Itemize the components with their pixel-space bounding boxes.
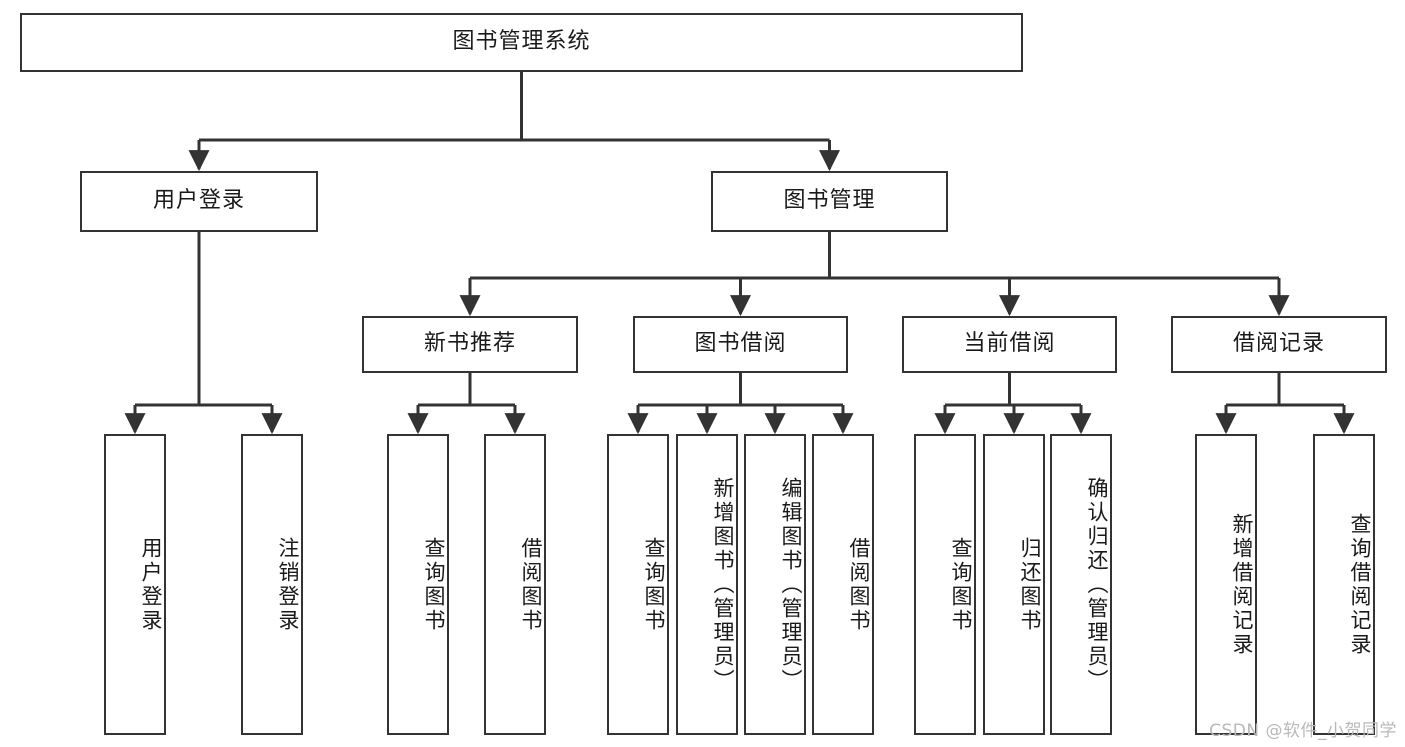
leaf-query-book-current[interactable]: 查询图书 [914, 434, 976, 735]
leaf-add-book-admin[interactable]: 新增图书（管理员） [676, 434, 738, 735]
leaf-query-book-recommend[interactable]: 查询图书 [387, 434, 449, 735]
leaf-query-book-current-label: 查询图书 [949, 536, 973, 633]
leaf-query-borrow-record-label: 查询借阅记录 [1348, 512, 1372, 657]
node-book-borrow[interactable]: 图书借阅 [633, 316, 848, 373]
leaf-user-login-label: 用户登录 [139, 536, 163, 633]
node-borrow-record-label: 借阅记录 [1232, 331, 1325, 357]
leaf-edit-book-admin[interactable]: 编辑图书（管理员） [744, 434, 806, 735]
leaf-logout-label: 注销登录 [276, 536, 300, 633]
node-book-borrow-label: 图书借阅 [694, 331, 787, 357]
leaf-confirm-return-admin[interactable]: 确认归还（管理员） [1050, 434, 1112, 735]
leaf-query-book-recommend-label: 查询图书 [422, 536, 446, 633]
node-new-book-recommend[interactable]: 新书推荐 [362, 316, 578, 373]
leaf-user-login[interactable]: 用户登录 [104, 434, 166, 735]
leaf-borrow-book-recommend-label: 借阅图书 [519, 536, 543, 633]
leaf-query-borrow-record[interactable]: 查询借阅记录 [1313, 434, 1375, 735]
leaf-borrow-book[interactable]: 借阅图书 [812, 434, 874, 735]
node-root[interactable]: 图书管理系统 [20, 13, 1023, 72]
node-new-book-recommend-label: 新书推荐 [423, 331, 516, 357]
leaf-add-borrow-record-label: 新增借阅记录 [1230, 512, 1254, 657]
node-user-login-label: 用户登录 [152, 188, 245, 214]
leaf-query-book-borrow[interactable]: 查询图书 [607, 434, 669, 735]
leaf-return-book-label: 归还图书 [1018, 536, 1042, 633]
node-current-borrow[interactable]: 当前借阅 [902, 316, 1117, 373]
node-root-label: 图书管理系统 [452, 29, 591, 55]
leaf-borrow-book-label: 借阅图书 [847, 536, 871, 633]
leaf-return-book[interactable]: 归还图书 [983, 434, 1045, 735]
watermark: CSDN @软件_小贺同学 [1209, 721, 1397, 741]
leaf-add-borrow-record[interactable]: 新增借阅记录 [1195, 434, 1257, 735]
leaf-query-book-borrow-label: 查询图书 [642, 536, 666, 633]
leaf-confirm-return-admin-label: 确认归还（管理员） [1085, 476, 1109, 693]
node-current-borrow-label: 当前借阅 [963, 331, 1056, 357]
leaf-borrow-book-recommend[interactable]: 借阅图书 [484, 434, 546, 735]
node-user-login[interactable]: 用户登录 [80, 171, 318, 232]
leaf-edit-book-admin-label: 编辑图书（管理员） [779, 476, 803, 693]
node-book-management-label: 图书管理 [783, 188, 876, 214]
leaf-add-book-admin-label: 新增图书（管理员） [711, 476, 735, 693]
node-borrow-record[interactable]: 借阅记录 [1171, 316, 1387, 373]
node-book-management[interactable]: 图书管理 [711, 171, 948, 232]
leaf-logout[interactable]: 注销登录 [241, 434, 303, 735]
